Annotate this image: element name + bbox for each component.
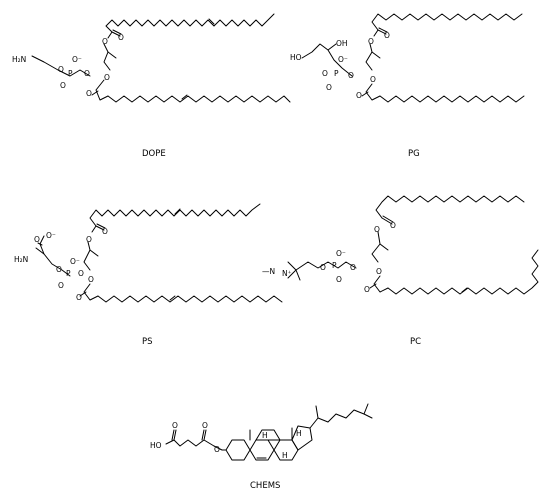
- oxygen-label: O: [58, 281, 64, 290]
- hydrogen-label: H: [282, 451, 288, 460]
- oxygen-anion-label: O⁻: [338, 55, 348, 64]
- oxygen-label: O: [368, 37, 374, 46]
- oxygen-label: O: [78, 269, 84, 278]
- oxygen-label: O: [326, 83, 332, 92]
- oxygen-label: O: [320, 263, 326, 272]
- oxygen-label: O: [102, 227, 108, 236]
- oxygen-label: O: [376, 267, 382, 276]
- oxygen-label: O: [356, 91, 362, 100]
- hydroxyl-label: HO: [150, 441, 162, 450]
- oxygen-label: O: [118, 33, 124, 42]
- pg-structure: HO OH O P O⁻ O O O O O O PG: [290, 13, 525, 159]
- oxygen-label: O: [350, 263, 356, 272]
- oxygen-label: O: [56, 265, 62, 274]
- oxygen-label: O: [322, 69, 328, 78]
- caption-pc: PC: [410, 337, 421, 347]
- pc-structure: O O O P O⁻ O O O O N⁺ —N PC: [262, 195, 539, 347]
- oxygen-label: O: [390, 221, 396, 230]
- oxygen-label: O: [60, 81, 66, 90]
- caption-dope: DOPE: [142, 149, 166, 159]
- phosphorus-label: P: [334, 69, 339, 78]
- oxygen-label: O: [364, 285, 370, 294]
- ps-structure: O O⁻ H₂N O P O⁻ O O O O O O PS: [14, 203, 283, 347]
- oxygen-label: O: [104, 73, 110, 82]
- methyl-label: —N: [262, 267, 275, 276]
- hydrogen-label: H: [262, 431, 268, 440]
- caption-chems: CHEMS: [250, 481, 280, 491]
- caption-pg: PG: [408, 149, 420, 159]
- oxygen-label: O: [88, 275, 94, 284]
- amine-label: H₂N: [14, 255, 28, 264]
- oxygen-label: O: [84, 69, 90, 78]
- oxygen-label: O: [336, 275, 342, 284]
- oxygen-label: O: [202, 421, 208, 430]
- oxygen-label: O: [76, 293, 82, 302]
- carboxyl-oxygen-label: O: [34, 235, 40, 244]
- oxygen-label: O: [384, 31, 390, 40]
- hydroxyl-label: HO: [290, 53, 302, 62]
- trimethylammonium-label: N⁺: [282, 269, 292, 278]
- oxygen-label: O: [86, 89, 92, 98]
- oxygen-label: O: [214, 445, 220, 454]
- oxygen-label: O: [58, 65, 64, 74]
- oxygen-label: O: [348, 71, 354, 80]
- oxygen-label: O: [370, 75, 376, 84]
- caption-ps: PS: [142, 337, 153, 347]
- oxygen-label: O: [374, 225, 380, 234]
- chems-structure: HO O O O H H H CHEMS: [150, 403, 373, 491]
- phosphorus-label: P: [68, 69, 73, 78]
- phosphorus-label: P: [66, 269, 71, 278]
- carboxylate-label: O⁻: [46, 231, 56, 240]
- phosphorus-label: P: [332, 261, 337, 270]
- dope-structure: H₂N O P O⁻ O O O O O O DOPE: [12, 13, 291, 159]
- oxygen-label: O: [172, 421, 178, 430]
- oxygen-anion-label: O⁻: [70, 257, 80, 266]
- hydrogen-label: H: [296, 429, 302, 438]
- oxygen-label: O: [86, 235, 92, 244]
- hydroxyl-label: OH: [336, 39, 348, 48]
- oxygen-anion-label: O⁻: [72, 55, 82, 64]
- oxygen-label: O: [102, 37, 108, 46]
- amine-label: H₂N: [12, 55, 26, 64]
- oxygen-anion-label: O⁻: [336, 249, 346, 258]
